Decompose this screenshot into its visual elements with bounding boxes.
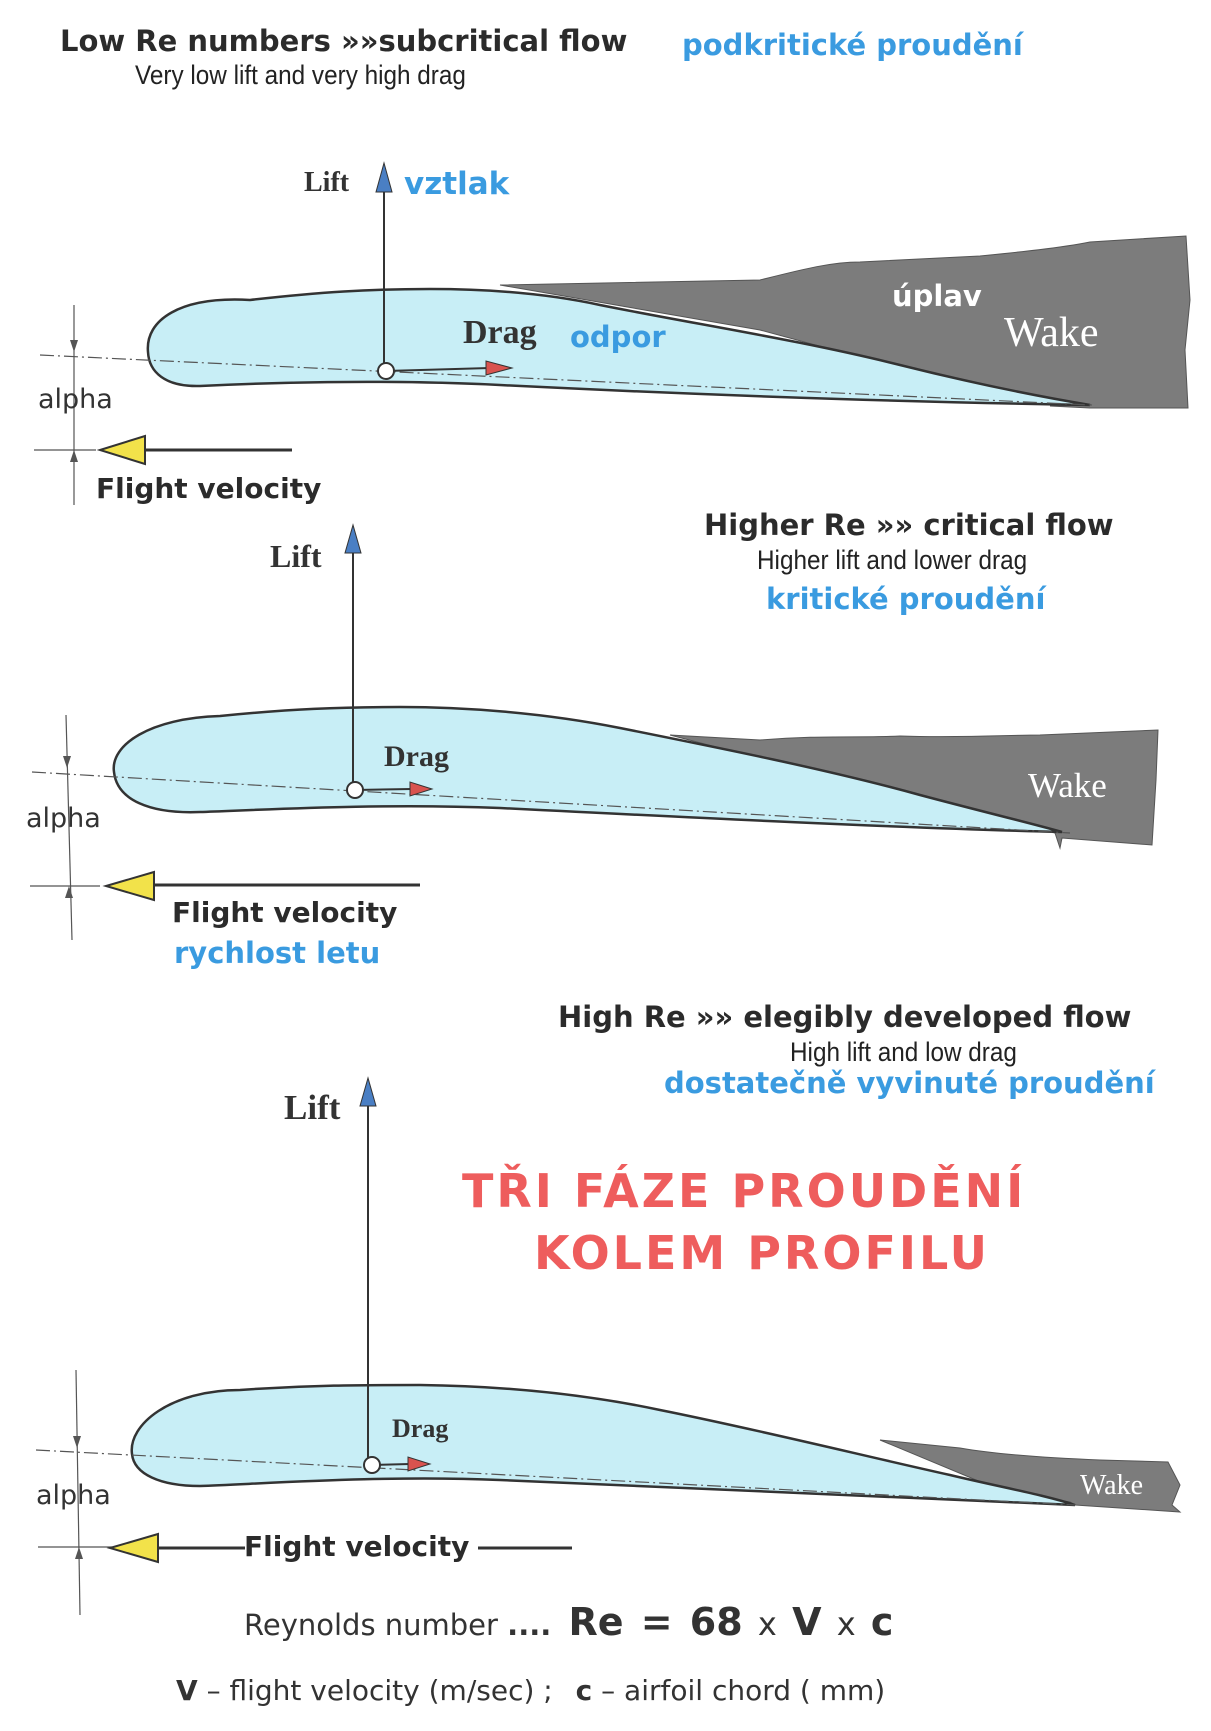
section1-lift-cz: vztlak — [404, 166, 510, 202]
wake-region-1 — [499, 235, 1191, 409]
chord-line-3 — [35, 1449, 1076, 1506]
section1-drag-cz: odpor — [570, 320, 666, 354]
legend-c-desc: – airfoil chord ( mm) — [601, 1674, 886, 1707]
legend-c-symbol: c — [575, 1674, 593, 1707]
section1-heading: Low Re numbers »»subcritical flow — [60, 24, 628, 58]
section1-subheading: Very low lift and very high drag — [135, 60, 466, 90]
center-point-3 — [363, 1456, 381, 1474]
chord-line-1 — [39, 354, 1091, 406]
velocity-arrow-1 — [96, 434, 146, 466]
section2-flight-velocity-cz: rychlost letu — [174, 936, 381, 970]
alpha-arrow-bottom-3 — [75, 1547, 83, 1559]
lift-arrow-3 — [359, 1076, 377, 1107]
drag-arrow-1 — [485, 360, 514, 376]
section1-wake-cz: úplav — [892, 279, 982, 313]
lift-arrow-2 — [344, 523, 362, 554]
section1-lift-label: Lift — [304, 167, 350, 198]
alpha-arrow-top-1 — [70, 340, 78, 352]
section2-heading-cz: kritické proudění — [766, 582, 1046, 616]
title-line2: KOLEM PROFILU — [534, 1226, 991, 1280]
center-point-2 — [346, 781, 364, 799]
velocity-arrow-2 — [102, 870, 155, 902]
formula-c: c — [870, 1600, 894, 1644]
section2-wake-label: Wake — [1028, 766, 1107, 805]
title-line1: TŘI FÁZE PROUDĚNÍ — [462, 1164, 1027, 1218]
section1-wake-label: Wake — [1004, 310, 1099, 356]
formula-coef: 68 — [689, 1600, 743, 1644]
legend-line: V – flight velocity (m/sec) ; c – airfoi… — [176, 1674, 885, 1707]
drag-arrow-2 — [409, 781, 434, 797]
section1-flight-velocity: Flight velocity — [96, 472, 322, 505]
chord-line-2 — [31, 771, 1071, 834]
section1-drag-label: Drag — [463, 314, 537, 351]
lift-arrow-1 — [375, 161, 393, 193]
formula-x1: x — [757, 1605, 777, 1643]
drag-arrow-3 — [407, 1456, 432, 1472]
section1-drawing — [34, 161, 1191, 505]
formula-dots: .... — [507, 1608, 552, 1642]
section2-alpha-label: alpha — [26, 803, 101, 834]
legend-v-desc: – flight velocity (m/sec) ; — [206, 1674, 553, 1707]
section2-flight-velocity: Flight velocity — [172, 896, 398, 929]
alpha-tick-3 — [75, 1369, 81, 1616]
section3-alpha-label: alpha — [36, 1480, 111, 1511]
section2-drawing — [30, 523, 1159, 941]
legend-v-symbol: V — [176, 1674, 198, 1707]
section2-heading: Higher Re »» critical flow — [704, 508, 1114, 542]
wake-region-3 — [879, 1439, 1182, 1513]
formula-x2: x — [836, 1605, 856, 1643]
alpha-arrow-top-3 — [73, 1436, 81, 1448]
formula-line: Reynolds number .... Re = 68 x V x c — [244, 1600, 893, 1644]
alpha-arrow-bottom-2 — [65, 886, 73, 898]
section3-heading: High Re »» elegibly developed flow — [558, 1000, 1132, 1034]
section3-subheading: High lift and low drag — [790, 1037, 1017, 1067]
formula-equals: = — [640, 1600, 673, 1644]
formula-prefix: Reynolds number — [244, 1608, 498, 1642]
airfoil-2 — [112, 705, 1063, 834]
velocity-arrow-3 — [106, 1532, 159, 1564]
center-point-1 — [377, 362, 395, 380]
alpha-tick-2 — [65, 714, 73, 941]
section2-subheading: Higher lift and lower drag — [757, 545, 1028, 575]
alpha-arrow-top-2 — [63, 756, 71, 768]
section1-alpha-label: alpha — [38, 384, 113, 415]
drag-line-2 — [354, 788, 413, 791]
section3-wake-label: Wake — [1080, 1470, 1144, 1501]
section3-drag-label: Drag — [392, 1414, 449, 1443]
formula-v: V — [792, 1600, 822, 1644]
alpha-arrow-bottom-1 — [70, 450, 78, 462]
section2-lift-label: Lift — [270, 538, 322, 574]
section2-drag-label: Drag — [384, 740, 449, 773]
section3-heading-cz: dostatečně vyvinuté proudění — [664, 1066, 1155, 1100]
section3-flight-velocity: Flight velocity — [244, 1530, 470, 1563]
drag-line-1 — [385, 367, 491, 372]
section3-lift-label: Lift — [284, 1088, 341, 1127]
formula-re: Re — [568, 1600, 624, 1644]
section3-drawing — [35, 1076, 1182, 1616]
section1-heading-cz: podkritické proudění — [682, 28, 1023, 62]
wake-region-2 — [669, 729, 1159, 850]
